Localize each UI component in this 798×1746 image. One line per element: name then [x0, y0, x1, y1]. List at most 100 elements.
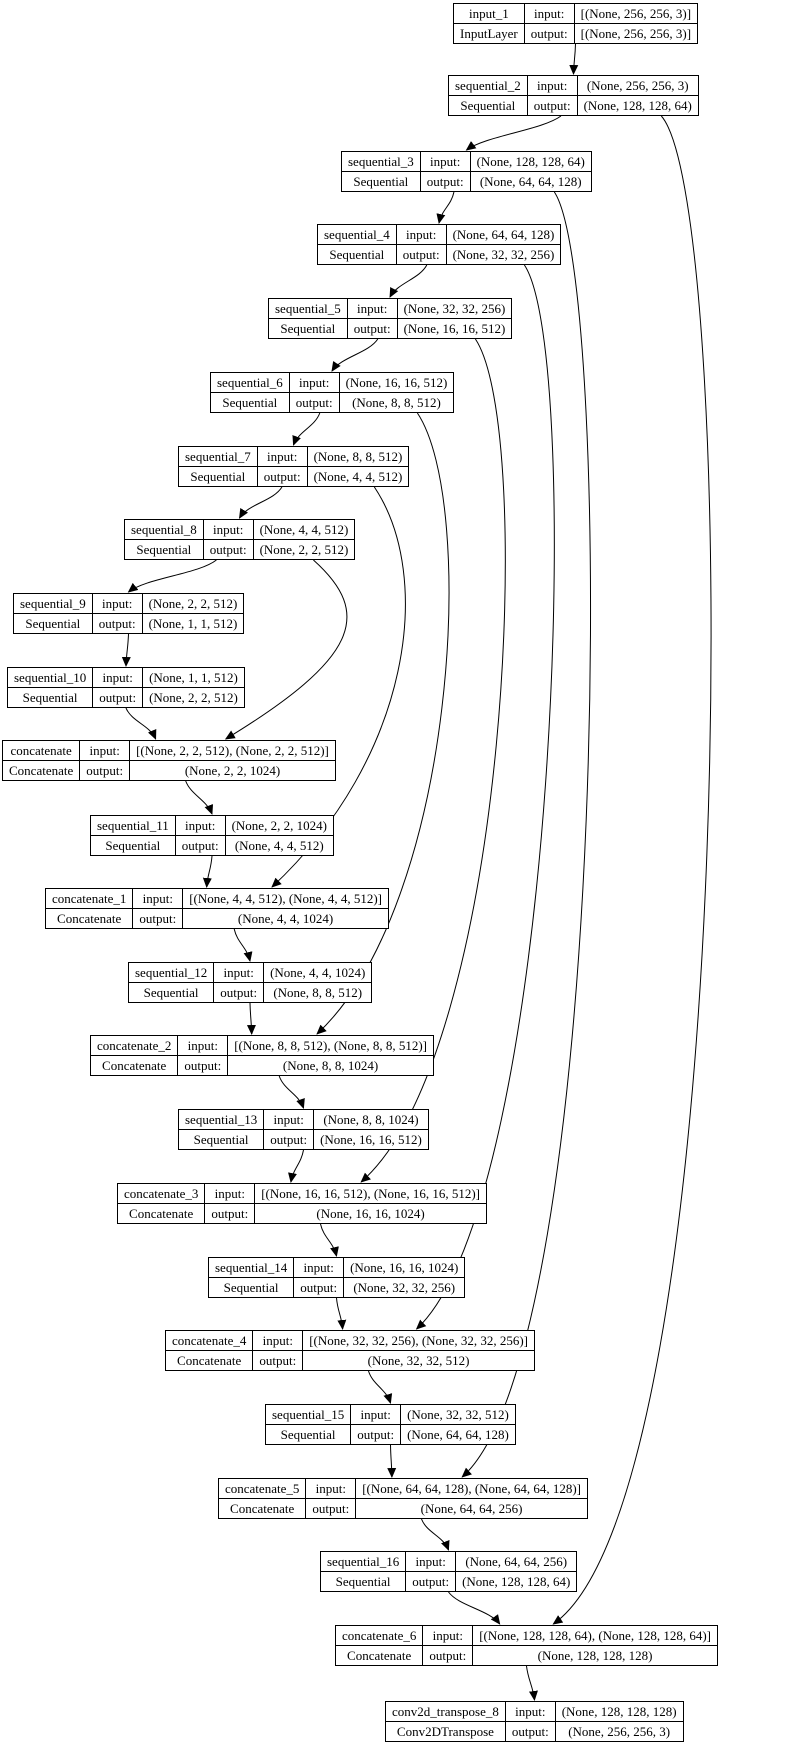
output-label: output: — [264, 1130, 315, 1149]
input-label: input: — [347, 299, 398, 319]
input-shape-value: (None, 1, 1, 512) — [143, 668, 244, 688]
layer-type-label: Sequential — [266, 1425, 352, 1444]
layer-type-label: Sequential — [179, 1130, 265, 1149]
layer-type-label: Sequential — [209, 1278, 295, 1297]
layer-type-label: Concatenate — [3, 761, 81, 780]
input-label: input: — [257, 447, 308, 467]
input-label: input: — [214, 963, 265, 983]
edge-concatenate_2-to-sequential_13 — [278, 1075, 305, 1109]
input-label: input: — [406, 1552, 457, 1572]
output-shape-value: (None, 8, 8, 512) — [273, 985, 363, 1000]
layer-type-label: Concatenate — [46, 909, 134, 928]
input-shape-value: (None, 32, 32, 512) — [401, 1405, 515, 1425]
layer-name-label: conv2d_transpose_8 — [386, 1702, 506, 1722]
output-shape-value: (None, 128, 128, 64) — [462, 1574, 571, 1589]
input-shape-value: (None, 8, 8, 512) — [307, 447, 409, 467]
input-shape-value: (None, 8, 8, 1024) — [314, 1110, 428, 1130]
input-label: input: — [289, 373, 340, 393]
edge-sequential_15-to-concatenate_5 — [387, 1444, 397, 1478]
edge-sequential_3-to-sequential_4 — [436, 191, 455, 224]
layer-name-label: sequential_4 — [318, 225, 397, 245]
output-label: output: — [93, 614, 143, 633]
layer-type-label: Concatenate — [91, 1056, 179, 1075]
output-label: output: — [258, 467, 308, 486]
layer-type-label: Sequential — [129, 983, 215, 1002]
edge-sequential_4-to-concatenate_4 — [415, 264, 555, 1330]
layer-name-label: sequential_10 — [8, 668, 94, 688]
output-label: output: — [205, 1204, 256, 1223]
input-label: input: — [205, 1184, 256, 1204]
input-shape-value: (None, 128, 128, 64) — [470, 152, 591, 172]
output-shape-value: (None, 64, 64, 128) — [479, 174, 582, 189]
output-shape-value: (None, 2, 2, 1024) — [184, 763, 281, 778]
input-shape-value: [(None, 16, 16, 512), (None, 16, 16, 512… — [255, 1184, 486, 1204]
layer-type-label: Sequential — [318, 245, 397, 264]
edge-sequential_12-to-concatenate_2 — [246, 1002, 256, 1035]
input-label: input: — [80, 741, 131, 761]
output-label: output: — [204, 540, 254, 559]
output-label: output: — [214, 983, 265, 1002]
edge-sequential_16-to-concatenate_6 — [448, 1591, 501, 1625]
input-label: input: — [423, 1626, 474, 1646]
input-shape-value: [(None, 256, 256, 3)] — [574, 4, 698, 24]
edge-concatenate_4-to-sequential_15 — [368, 1370, 393, 1404]
layer-name-label: sequential_5 — [269, 299, 348, 319]
layer-type-label: Concatenate — [336, 1646, 424, 1665]
input-shape-value: [(None, 128, 128, 64), (None, 128, 128, … — [473, 1626, 717, 1646]
output-shape-value: (None, 16, 16, 512) — [403, 321, 506, 336]
layer-type-label: Sequential — [211, 393, 290, 412]
layer-type-label: Conv2DTranspose — [386, 1722, 506, 1741]
input-shape-value: (None, 4, 4, 1024) — [264, 963, 372, 983]
input-label: input: — [527, 76, 578, 96]
input-shape-value: (None, 64, 64, 128) — [446, 225, 561, 245]
output-label: output: — [351, 1425, 402, 1444]
layer-name-label: sequential_16 — [321, 1552, 407, 1572]
output-shape-value: (None, 32, 32, 256) — [452, 247, 555, 262]
layer-name-label: concatenate_4 — [166, 1331, 254, 1351]
edge-sequential_7-to-sequential_8 — [238, 486, 283, 519]
layer-name-label: concatenate_2 — [91, 1036, 179, 1056]
layer-name-label: concatenate_3 — [118, 1184, 206, 1204]
output-label: output: — [253, 1351, 304, 1370]
output-shape-value: [(None, 256, 256, 3)] — [580, 26, 692, 41]
layer-type-label: Sequential — [342, 172, 421, 191]
edge-sequential_2-to-concatenate_6 — [552, 115, 712, 1625]
input-label: input: — [92, 594, 143, 614]
output-label: output: — [525, 24, 575, 43]
output-shape-value: (None, 2, 2, 512) — [149, 690, 238, 705]
output-label: output: — [294, 1278, 345, 1297]
input-label: input: — [203, 520, 254, 540]
layer-name-label: sequential_13 — [179, 1110, 265, 1130]
edge-sequential_14-to-concatenate_4 — [336, 1297, 347, 1330]
layer-type-label: Concatenate — [166, 1351, 254, 1370]
input-label: input: — [524, 4, 575, 24]
layer-name-label: input_1 — [454, 4, 525, 24]
output-label: output: — [397, 245, 447, 264]
input-shape-value: (None, 16, 16, 512) — [339, 373, 454, 393]
layer-name-label: concatenate_1 — [46, 889, 134, 909]
edge-sequential_11-to-concatenate_1 — [202, 855, 213, 888]
output-label: output: — [306, 1499, 357, 1518]
input-shape-value: (None, 2, 2, 512) — [142, 594, 244, 614]
output-shape-value: (None, 4, 4, 512) — [234, 838, 324, 853]
output-shape-value: (None, 4, 4, 512) — [313, 469, 403, 484]
edge-concatenate_6-to-conv2d_transpose_8 — [526, 1665, 538, 1701]
input-shape-value: [(None, 4, 4, 512), (None, 4, 4, 512)] — [183, 889, 388, 909]
output-shape-value: (None, 4, 4, 1024) — [237, 911, 334, 926]
input-shape-value: (None, 2, 2, 1024) — [225, 816, 333, 836]
edge-sequential_9-to-sequential_10 — [121, 633, 131, 667]
